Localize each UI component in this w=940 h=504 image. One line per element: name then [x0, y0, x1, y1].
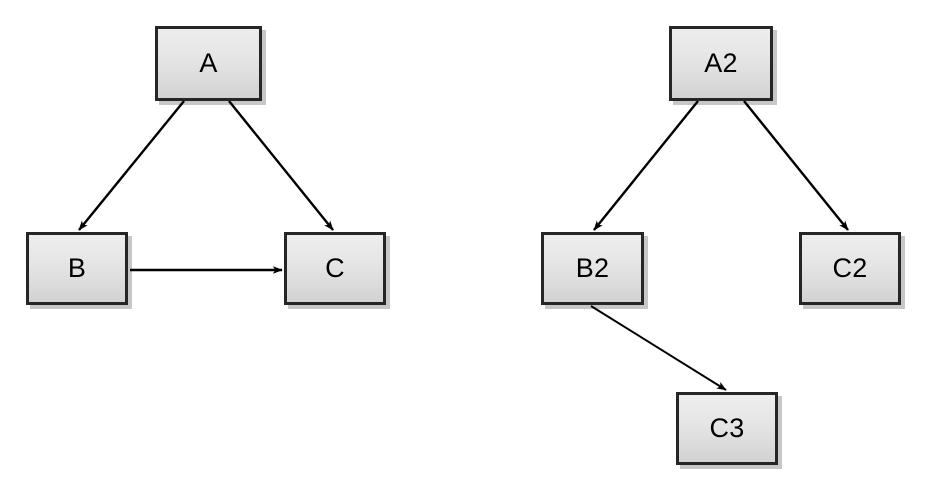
- node-c2[interactable]: C2: [799, 232, 901, 305]
- node-c[interactable]: C: [284, 232, 386, 305]
- node-b-label: B: [67, 253, 87, 283]
- edge-b2-to-c3: [590, 305, 727, 391]
- node-a-label: A: [199, 48, 218, 78]
- edge-a2-to-c2: [743, 100, 849, 231]
- node-c2-label: C2: [832, 253, 868, 283]
- node-a2-label: A2: [704, 48, 738, 78]
- node-a[interactable]: A: [155, 26, 262, 101]
- node-c-label: C: [325, 253, 345, 283]
- edge-a-to-b: [78, 100, 185, 231]
- node-b2-label: B2: [575, 253, 610, 283]
- edge-a2-to-b2: [593, 100, 699, 231]
- node-c3-label: C3: [709, 413, 745, 443]
- node-c3[interactable]: C3: [676, 392, 778, 465]
- edge-a-to-c: [228, 100, 334, 231]
- node-a2[interactable]: A2: [669, 26, 773, 101]
- node-b[interactable]: B: [26, 232, 128, 305]
- node-b2[interactable]: B2: [541, 232, 644, 305]
